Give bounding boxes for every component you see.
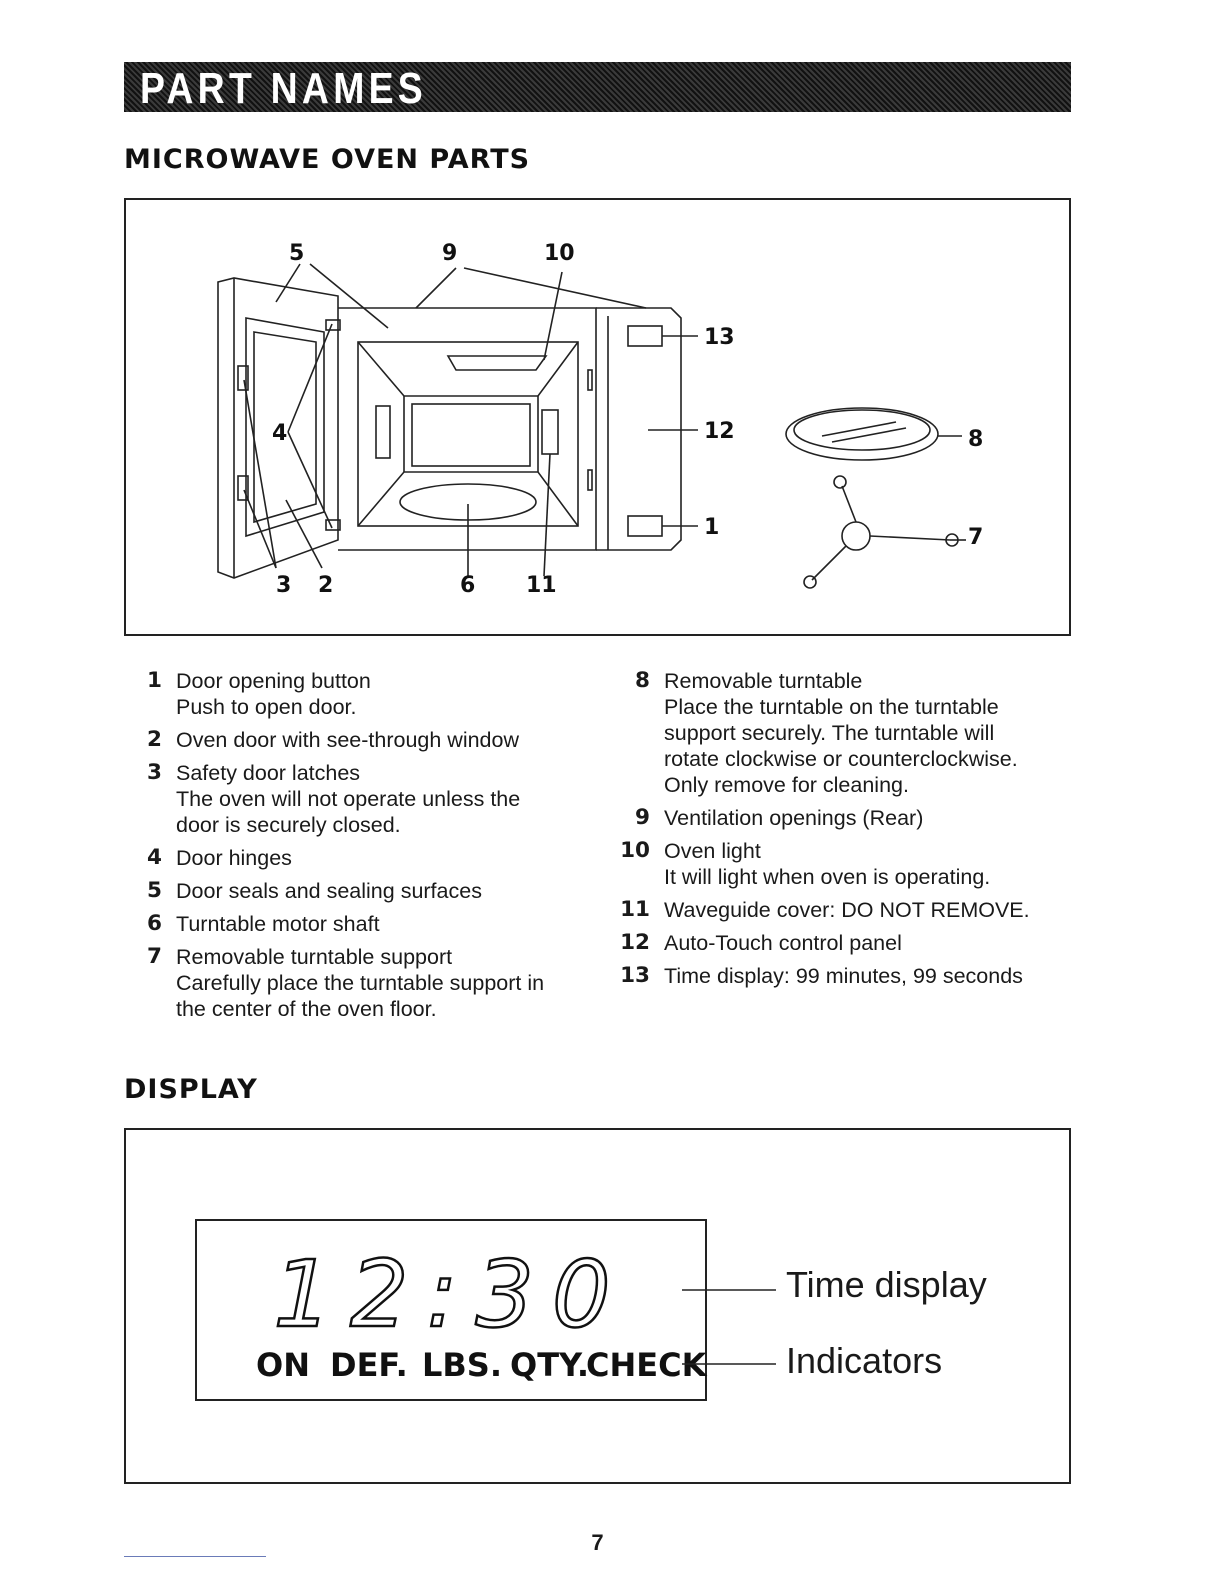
diagram-label-10: 10 bbox=[544, 241, 575, 266]
waveguide-cover bbox=[541, 409, 559, 455]
open-button bbox=[627, 515, 663, 537]
oven-body bbox=[338, 307, 597, 551]
diagram-label-2: 2 bbox=[318, 573, 333, 598]
control-panel bbox=[596, 307, 682, 551]
upper-latch bbox=[237, 365, 249, 391]
oven-parts-diagram-box: 5 9 10 13 12 8 4 1 7 3 2 6 11 bbox=[124, 198, 1071, 636]
page-number: 7 bbox=[591, 1530, 604, 1555]
diagram-label-4: 4 bbox=[272, 421, 287, 446]
diagram-label-12: 12 bbox=[704, 419, 735, 444]
diagram-label-11: 11 bbox=[526, 573, 557, 598]
diagram-label-9: 9 bbox=[442, 241, 457, 266]
lower-latch bbox=[237, 475, 249, 501]
turntable-support bbox=[841, 521, 871, 551]
display-panel bbox=[195, 1219, 707, 1401]
indicator-lbs: LBS. bbox=[422, 1346, 502, 1384]
indicator-check: CHECK bbox=[586, 1346, 708, 1384]
indicator-on: ON bbox=[256, 1346, 310, 1384]
callout-time-display: Time display bbox=[786, 1264, 987, 1305]
display-diagram-box: 12:30 ON DEF. LBS. QTY. CHECK bbox=[124, 1128, 1071, 1484]
indicator-def: DEF. bbox=[330, 1346, 408, 1384]
time-readout: 12:30 bbox=[273, 1241, 628, 1348]
display-diagram: 12:30 ON DEF. LBS. QTY. CHECK bbox=[195, 1219, 776, 1401]
turntable-plate bbox=[785, 407, 939, 461]
footer-rule bbox=[124, 1556, 266, 1557]
diagram-label-7: 7 bbox=[968, 525, 983, 550]
oven-diagram: 5 9 10 13 12 8 4 1 7 3 2 6 11 bbox=[217, 241, 983, 598]
diagram-label-8: 8 bbox=[968, 427, 983, 452]
diagram-label-5: 5 bbox=[289, 241, 304, 266]
diagram-label-3: 3 bbox=[276, 573, 291, 598]
section-title-oven-parts: MICROWAVE OVEN PARTS bbox=[124, 144, 531, 175]
section-title-display: DISPLAY bbox=[124, 1074, 258, 1105]
banner-title: PART NAMES bbox=[140, 64, 427, 113]
diagram-label-6: 6 bbox=[460, 573, 475, 598]
panel-display bbox=[627, 325, 663, 347]
diagram-label-1: 1 bbox=[704, 515, 719, 540]
callout-indicators: Indicators bbox=[786, 1340, 943, 1381]
indicator-qty: QTY. bbox=[510, 1346, 589, 1384]
part-names-banner: PART NAMES bbox=[124, 62, 1071, 113]
diagram-label-13: 13 bbox=[704, 325, 735, 350]
